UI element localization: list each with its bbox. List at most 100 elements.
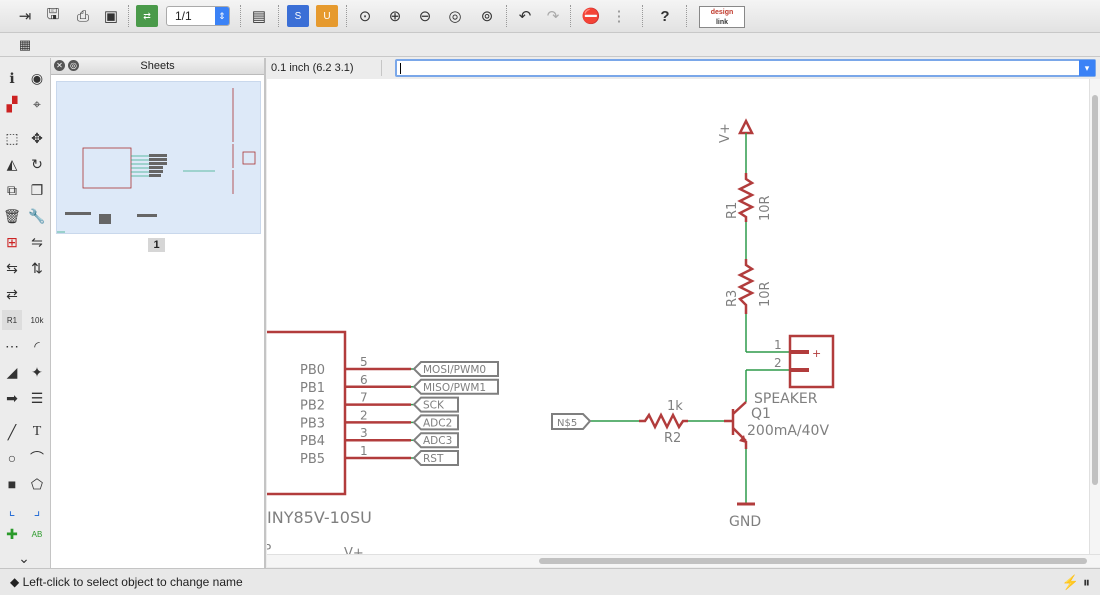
pinswap-icon[interactable]: ⇆ <box>6 259 18 276</box>
speaker-pin1: 1 <box>774 338 782 352</box>
bottom-p-label: P <box>267 542 271 554</box>
redo-icon[interactable]: ↷ <box>546 8 560 25</box>
rotate-icon[interactable]: ↻ <box>31 155 43 172</box>
text-caret <box>400 63 401 74</box>
vertical-scroll-thumb[interactable] <box>1092 95 1098 485</box>
polygon-icon[interactable]: ⬠ <box>30 475 44 492</box>
go-icon[interactable]: ⋮ <box>611 8 627 25</box>
horizontal-scroll-thumb[interactable] <box>539 558 1087 564</box>
r3-name: R3 <box>725 290 740 307</box>
label-icon[interactable]: AB <box>31 529 43 539</box>
eye-icon[interactable]: ◉ <box>30 69 44 86</box>
r1-name: R1 <box>725 202 740 219</box>
ic-pin-name: PB5 <box>300 452 325 467</box>
group-icon[interactable]: ⬚ <box>5 129 19 146</box>
resistor-r3: R3 10R <box>725 259 773 314</box>
diamond-icon: ◆ <box>10 575 20 589</box>
ic-pin-name: PB0 <box>300 363 325 378</box>
undo-icon[interactable]: ↶ <box>518 8 532 25</box>
grid-icon[interactable]: ▦ <box>18 37 32 52</box>
help-icon[interactable]: ? <box>660 7 670 25</box>
toolbar-separator <box>642 5 643 27</box>
save-icon[interactable]: 🖫 <box>46 5 60 23</box>
bus-icon[interactable]: ⌟ <box>33 501 41 518</box>
stop-status-icon[interactable]: ⏸ <box>1083 574 1090 590</box>
command-input[interactable]: ▾ <box>395 59 1096 77</box>
scr-icon[interactable]: S <box>287 5 309 27</box>
float-icon[interactable]: ◎ <box>68 60 79 71</box>
speaker-plus: + <box>812 347 821 360</box>
split-wire-icon[interactable]: ◢ <box>6 363 18 380</box>
sch-brd-icon[interactable]: ⇄ <box>136 5 158 27</box>
vertical-scrollbar[interactable] <box>1089 79 1100 554</box>
junction-icon[interactable]: ✦ <box>31 363 43 380</box>
line-icon[interactable]: ╱ <box>7 423 17 440</box>
circle-icon[interactable]: ○ <box>7 450 17 466</box>
design-link-logo-line2: link <box>715 19 729 26</box>
mark-icon[interactable]: ⌖ <box>33 95 41 112</box>
ulp-icon[interactable]: ▤ <box>251 8 267 25</box>
sheet-selector[interactable]: 1/1 ⇕ <box>166 6 230 26</box>
toolbar-separator <box>278 5 279 27</box>
ic-pin-number: 3 <box>360 426 368 440</box>
resistor-r2: 1k R2 <box>639 399 688 446</box>
replace-icon[interactable]: ⇋ <box>31 233 43 250</box>
mirror-icon[interactable]: ◭ <box>6 155 18 172</box>
paste-icon[interactable]: ❐ <box>30 181 44 198</box>
zoom-fit-icon[interactable]: ⊙ <box>358 8 372 25</box>
name-icon[interactable]: R1 <box>2 310 22 330</box>
sheet-number[interactable]: 1 <box>148 238 165 252</box>
delete-icon[interactable]: 🗑 <box>3 207 21 224</box>
zoom-in-icon[interactable]: ⊕ <box>388 8 402 25</box>
zoom-select-icon[interactable]: ⊚ <box>480 8 494 25</box>
cam-icon[interactable]: ▣ <box>103 8 119 25</box>
value-icon[interactable]: 10k <box>30 315 44 325</box>
arc-icon[interactable]: ⌒ <box>30 450 44 466</box>
toolbar-separator <box>346 5 347 27</box>
copy-icon[interactable]: ⧉ <box>7 181 17 198</box>
split-icon[interactable]: ⇄ <box>6 285 18 302</box>
invoke-icon[interactable]: ➡ <box>6 389 18 406</box>
attribute-icon[interactable]: ☰ <box>30 389 44 406</box>
coordinate-readout: 0.1 inch (6.2 3.1) <box>267 60 382 76</box>
bottom-supply-label: V+ <box>344 546 364 554</box>
ic-body <box>267 330 347 496</box>
zoom-out-icon[interactable]: ⊖ <box>418 8 432 25</box>
secondary-toolbar: ▦ <box>0 33 1100 57</box>
horizontal-scrollbar[interactable] <box>267 554 1100 567</box>
chevron-updown-icon[interactable]: ⇕ <box>215 7 229 25</box>
chevron-down-icon[interactable]: ▾ <box>1079 60 1095 76</box>
net-label-text: SCK <box>423 400 445 412</box>
design-link-button[interactable]: design link <box>699 6 745 28</box>
lightning-icon[interactable]: ⚡ <box>1061 574 1080 590</box>
add-icon[interactable]: ⊞ <box>6 233 18 250</box>
status-icons: ⚡ ⏸ <box>1062 574 1090 591</box>
rectangle-icon[interactable]: ■ <box>7 476 17 492</box>
smash-icon[interactable]: ⋯ <box>5 337 19 354</box>
zoom-redraw-icon[interactable]: ◎ <box>448 8 462 25</box>
sheet-thumbnail[interactable] <box>56 81 261 234</box>
wrench-icon[interactable]: 🔧 <box>28 207 46 224</box>
close-icon[interactable]: ✕ <box>54 60 65 71</box>
sheet-selector-value: 1/1 <box>175 9 192 23</box>
text-icon[interactable]: T <box>32 424 42 439</box>
stop-icon[interactable]: ⛔ <box>581 8 601 25</box>
miter-icon[interactable]: ◜ <box>34 337 40 354</box>
info-icon[interactable]: ℹ <box>9 69 15 86</box>
chevron-down-icon[interactable]: ⌄ <box>18 549 30 566</box>
net-junction-icon[interactable]: ✚ <box>6 525 18 542</box>
r1-value: 10R <box>758 195 773 221</box>
ulp-run-icon[interactable]: U <box>316 5 338 27</box>
move-icon[interactable]: ✥ <box>31 129 43 146</box>
gateswap-icon[interactable]: ⇅ <box>31 259 43 276</box>
layer-icon[interactable]: ▞ <box>6 95 18 112</box>
design-link-logo-line1: design <box>710 9 734 16</box>
toolbar-separator <box>240 5 241 27</box>
net-icon[interactable]: ⌞ <box>8 501 16 518</box>
print-icon[interactable]: ⎙ <box>76 7 89 25</box>
open-icon[interactable]: ⇥ <box>18 8 32 25</box>
